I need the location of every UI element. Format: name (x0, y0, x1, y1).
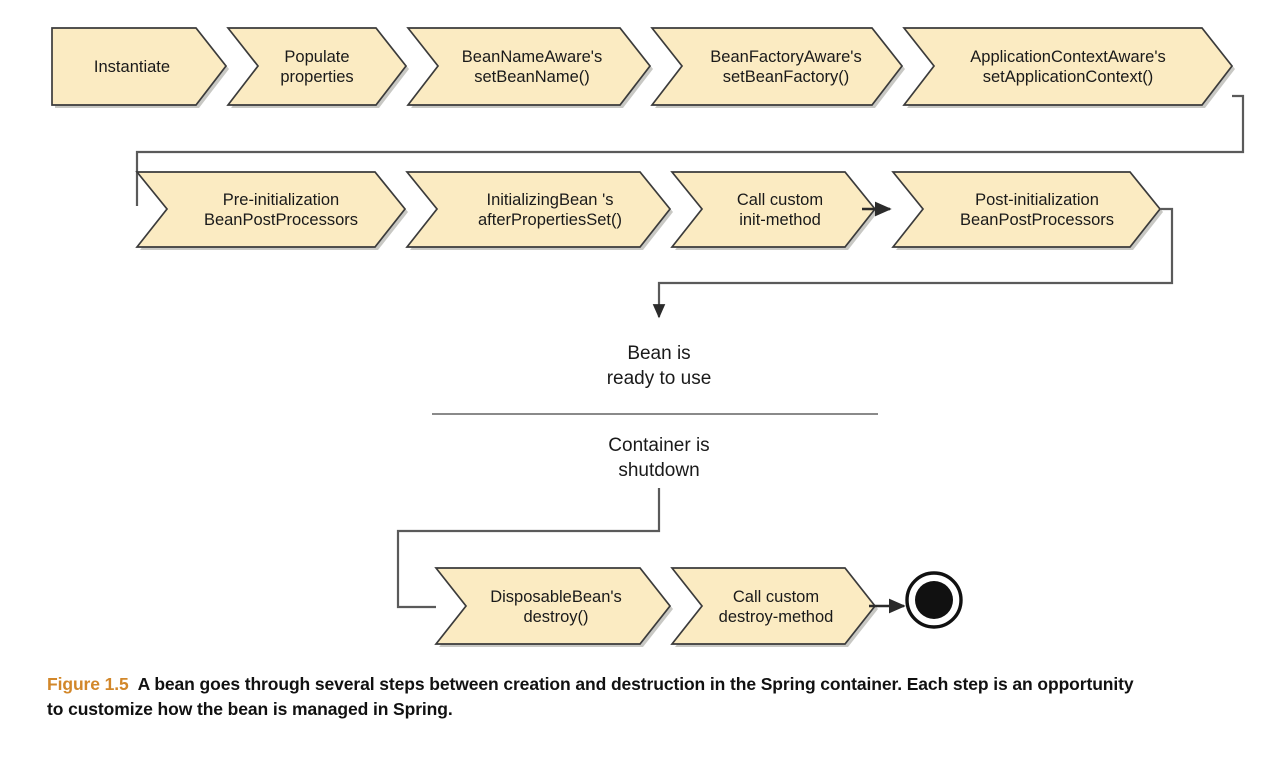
connector-row2-to-bean-ready (652, 207, 1174, 319)
chevron-application-context-aware-line1: ApplicationContextAware's (970, 48, 1165, 66)
chevron-bean-name-aware-line1: BeanNameAware's (462, 48, 602, 66)
chevron-disposable-bean-line1: DisposableBean's (490, 588, 622, 606)
chevron-pre-initialization-bpp-line2: BeanPostProcessors (204, 211, 358, 229)
chevron-post-initialization-bpp[interactable]: Post-initialization BeanPostProcessors (891, 171, 1163, 250)
chevron-call-custom-destroy-method-line1: Call custom (733, 588, 819, 606)
chevron-application-context-aware[interactable]: ApplicationContextAware's setApplication… (902, 27, 1235, 108)
connector-shutdown-to-destroy (396, 488, 661, 609)
chevron-post-initialization-bpp-line2: BeanPostProcessors (960, 211, 1114, 229)
state-container-shutdown: Container is shutdown (608, 435, 709, 481)
chevron-disposable-bean-line2: destroy() (523, 608, 588, 626)
state-bean-ready-line1: Bean is (627, 343, 690, 364)
chevron-application-context-aware-line2: setApplicationContext() (983, 68, 1154, 86)
chevron-pre-initialization-bpp[interactable]: Pre-initialization BeanPostProcessors (135, 171, 408, 250)
state-bean-ready: Bean is ready to use (607, 343, 712, 389)
chevron-call-custom-destroy-method-line2: destroy-method (719, 608, 834, 626)
row1-group: Instantiate Populate properties BeanName… (51, 27, 1235, 108)
chevron-populate-properties-line2: properties (280, 68, 353, 86)
chevron-disposable-bean[interactable]: DisposableBean's destroy() (434, 567, 673, 647)
chevron-bean-factory-aware[interactable]: BeanFactoryAware's setBeanFactory() (650, 27, 905, 108)
chevron-initializing-bean-line2: afterPropertiesSet() (478, 211, 622, 229)
chevron-call-custom-init-method-line1: Call custom (737, 191, 823, 209)
figure-caption-text: A bean goes through several steps betwee… (47, 674, 1134, 720)
row2-group: Pre-initialization BeanPostProcessors In… (135, 171, 1163, 250)
chevron-call-custom-destroy-method[interactable]: Call custom destroy-method (670, 567, 878, 647)
chevron-initializing-bean[interactable]: InitializingBean 's afterPropertiesSet() (405, 171, 673, 250)
bean-lifecycle-diagram: Instantiate Populate properties BeanName… (51, 27, 1245, 647)
figure-number: Figure 1.5 (47, 674, 129, 694)
chevron-instantiate[interactable]: Instantiate (51, 27, 229, 108)
chevron-bean-name-aware[interactable]: BeanNameAware's setBeanName() (406, 27, 653, 108)
chevron-call-custom-init-method-line2: init-method (739, 211, 821, 229)
state-container-shutdown-line1: Container is (608, 435, 709, 456)
chevron-populate-properties[interactable]: Populate properties (226, 27, 409, 108)
row3-group: DisposableBean's destroy() Call custom d… (434, 567, 878, 647)
chevron-bean-name-aware-line2: setBeanName() (474, 68, 590, 86)
state-bean-ready-line2: ready to use (607, 368, 712, 389)
chevron-call-custom-init-method[interactable]: Call custom init-method (670, 171, 878, 250)
chevron-initializing-bean-line1: InitializingBean 's (487, 191, 614, 209)
chevron-bean-factory-aware-line1: BeanFactoryAware's (710, 48, 861, 66)
chevron-pre-initialization-bpp-line1: Pre-initialization (223, 191, 339, 209)
state-container-shutdown-line2: shutdown (618, 460, 699, 481)
chevron-post-initialization-bpp-line1: Post-initialization (975, 191, 1099, 209)
final-state-node (905, 571, 963, 629)
chevron-populate-properties-line1: Populate (284, 48, 349, 66)
chevron-bean-factory-aware-line2: setBeanFactory() (723, 68, 850, 86)
connector-row1-to-row2 (135, 94, 1245, 206)
chevron-instantiate-line1: Instantiate (94, 58, 170, 76)
